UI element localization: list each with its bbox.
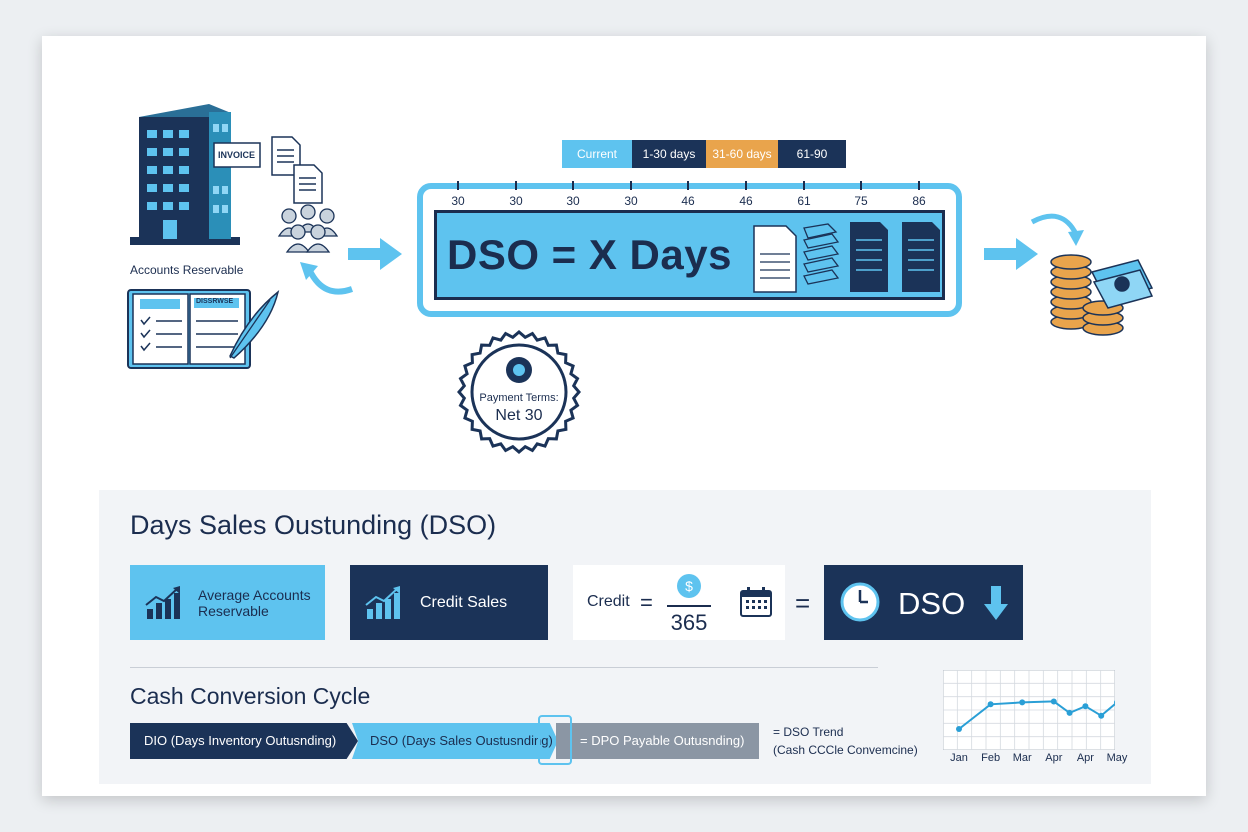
cash-cycle-note: (Cash CCCle Convemcine)	[773, 743, 918, 757]
report-documents-icon	[753, 222, 940, 293]
dso-trend-note: = DSO Trend	[773, 725, 844, 739]
timeline-tick-label: 75	[854, 194, 868, 208]
timeline-tick-label: 30	[509, 194, 523, 208]
invoice-tag-icon	[213, 142, 261, 168]
growth-chart-icon-2	[365, 585, 400, 619]
timeline-tick-label: 30	[566, 194, 580, 208]
illustration-canvas	[127, 104, 1154, 369]
section-divider	[130, 667, 878, 668]
trend-point	[1066, 709, 1073, 716]
down-arrow-icon	[984, 586, 1008, 620]
trend-point	[956, 726, 962, 732]
arrow-right-icon	[348, 238, 402, 270]
curved-arrow-icon	[1030, 213, 1084, 246]
trend-month-label: May	[1106, 752, 1128, 764]
dso-section-title: Days Sales Oustunding (DSO)	[130, 510, 497, 540]
timeline-tick	[803, 181, 805, 190]
trend-point	[1114, 700, 1115, 705]
credit-label: Credit	[587, 593, 630, 610]
timeline-tick-label: 30	[451, 194, 465, 208]
days-in-year: 365	[670, 610, 708, 635]
arrow-right-icon-2	[984, 238, 1038, 270]
timeline-tick	[515, 181, 517, 190]
ledger-book-icon	[127, 289, 251, 369]
ledger-header-label: DISSRWSE	[196, 298, 234, 305]
aging-bucket-61-90: 61-90	[778, 140, 846, 168]
average-ar-label: Average Accounts Reservable	[198, 586, 311, 619]
dollar-badge-icon: $	[677, 574, 701, 598]
dso-formula: DSO = X Days	[447, 231, 732, 278]
timeline-tick-label: 61	[797, 194, 811, 208]
timeline-tick	[630, 181, 632, 190]
trend-point	[1098, 712, 1105, 719]
credit-sales-card: Credit Sales	[350, 565, 548, 640]
segment-highlight	[538, 715, 572, 765]
equals-sign-2: =	[795, 588, 811, 618]
aging-bucket-1-30: 1-30 days	[632, 140, 706, 168]
cash-bills-icon	[1090, 259, 1154, 309]
accounts-receivable-label: Accounts Reservable	[130, 263, 244, 277]
trend-month-label: Apr	[1076, 752, 1094, 764]
ccc-section-title: Cash Conversion Cycle	[130, 683, 371, 709]
aging-bucket-31-60: 31-60 days	[706, 140, 778, 168]
timeline-tick	[745, 181, 747, 190]
clock-icon	[840, 582, 880, 622]
trend-point	[1019, 699, 1026, 706]
timeline-tick-label: 46	[739, 194, 753, 208]
dio-segment: DIO (Days Inventory Outusnding)	[130, 723, 358, 759]
trend-month-label: Feb	[981, 752, 1001, 764]
timeline-tick	[457, 181, 459, 190]
trend-month-label: Apr	[1045, 752, 1063, 764]
payment-terms-seal-icon	[457, 330, 581, 454]
office-building-icon	[130, 104, 240, 245]
timeline-tick-label: 30	[624, 194, 638, 208]
payment-terms-label: Payment Terms:	[479, 392, 559, 404]
payment-terms-value: Net 30	[495, 407, 543, 424]
customers-group-icon	[277, 204, 339, 253]
equals-sign: =	[640, 590, 653, 615]
dpo-segment: = DPO Payable Outusnding)	[556, 723, 759, 759]
timeline-tick-label: 86	[912, 194, 926, 208]
quill-pen-icon	[229, 290, 280, 359]
timeline-tick	[918, 181, 920, 190]
fraction-line	[667, 605, 711, 607]
timeline-tick	[572, 181, 574, 190]
aging-bucket-current: Current	[562, 140, 632, 168]
timeline-tick	[860, 181, 862, 190]
documents-icon	[271, 136, 323, 204]
credit-sales-label: Credit Sales	[420, 593, 508, 611]
svg-text:$: $	[685, 578, 693, 594]
trend-point	[1050, 698, 1057, 705]
coins-stack-icon	[1050, 254, 1124, 336]
dso-result-label: DSO	[898, 586, 966, 621]
return-arrow-icon	[300, 262, 354, 295]
trend-point	[1082, 703, 1089, 710]
average-ar-card: Average Accounts Reservable	[130, 565, 325, 640]
trend-month-label: Jan	[950, 752, 968, 764]
timeline-tick	[687, 181, 689, 190]
invoice-label: INVOICE	[218, 150, 256, 160]
dso-segment: DSO (Days Sales Oustusnding)	[352, 723, 558, 759]
growth-chart-icon	[145, 585, 180, 619]
trend-month-label: Mar	[1012, 752, 1032, 764]
timeline-tick-label: 46	[681, 194, 695, 208]
dso-trend-chart	[943, 670, 1115, 750]
trend-point	[987, 701, 994, 708]
calendar-icon	[740, 587, 772, 617]
